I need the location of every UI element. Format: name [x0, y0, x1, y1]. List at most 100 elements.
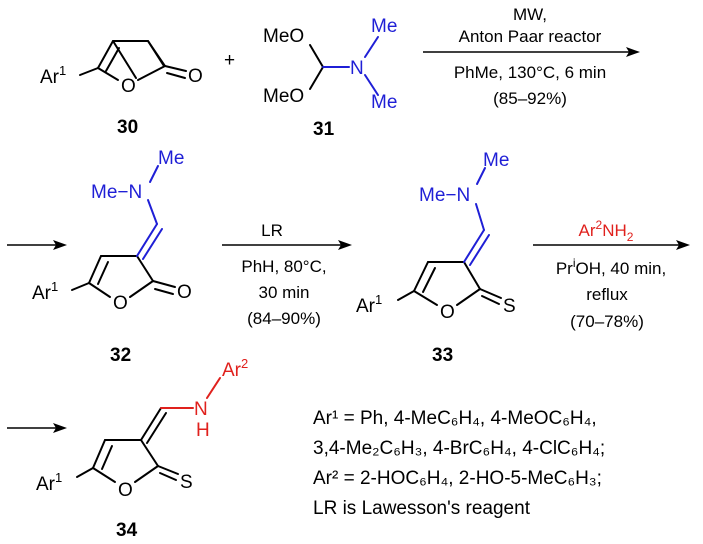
- note-line-4: LR is Lawesson's reagent: [313, 498, 531, 519]
- compound-number-34: 34: [116, 520, 138, 541]
- bond-34-o-c5: [92, 467, 116, 483]
- ar1-label-34: Ar1: [36, 470, 62, 495]
- compound-number-32: 32: [110, 345, 131, 366]
- bond-32-co-double: [154, 288, 174, 295]
- bond-32-ar: [71, 282, 90, 291]
- bond-30-c4c5-double: [105, 47, 120, 72]
- bond-32-ch-n: [147, 199, 158, 225]
- step2-reagent: LR: [261, 221, 283, 240]
- bond-33-exocyclic-double: [469, 234, 490, 266]
- note-line-1: Ar¹ = Ph, 4-MeC₆H₄, 4-MeOC₆H₄,: [313, 408, 597, 429]
- ar1-label-32: Ar1: [32, 279, 58, 304]
- note-line-3: Ar² = 2-HOC₆H₄, 2-HO-5-MeC₆H₃;: [313, 468, 602, 489]
- compound-31: MeO MeO N Me Me 31: [263, 16, 397, 140]
- compound-30: Ar1 O O 30: [40, 41, 203, 138]
- bond-31-n-me2: [364, 74, 379, 96]
- bond-30-co-double: [166, 72, 186, 79]
- step2-condition-1: PhH, 80°C,: [241, 257, 326, 276]
- thione-sulfur-33: S: [503, 296, 516, 317]
- compound-number-30: 30: [117, 117, 138, 138]
- ar1-label-30: Ar1: [40, 63, 66, 88]
- arrow-continuation-2: [7, 423, 67, 433]
- step1-yield: (85–92%): [493, 89, 567, 108]
- bond-31-c-o1: [309, 44, 324, 68]
- arrow-continuation-2-head: [53, 423, 67, 433]
- bond-34-exocyclic: [140, 407, 162, 441]
- step2-yield: (84–90%): [247, 309, 321, 328]
- step2-condition-2: 30 min: [258, 283, 309, 302]
- step3-condition-1: PriOH, 40 min,: [556, 256, 666, 278]
- bond-34-ar: [76, 467, 94, 478]
- bond-34-exocyclic-double: [146, 412, 167, 444]
- bond-32-o-c5: [88, 282, 111, 298]
- compound-number-31: 31: [313, 119, 335, 140]
- substituent-notes: Ar¹ = Ph, 4-MeC₆H₄, 4-MeOC₆H₄, 3,4-Me₂C₆…: [313, 408, 605, 519]
- bond-33-c3c2: [463, 261, 481, 290]
- bond-33-c4c5: [413, 261, 429, 292]
- step3-yield: (70–78%): [570, 312, 644, 331]
- compound-number-33: 33: [432, 345, 453, 366]
- meo-label-bottom: MeO: [263, 86, 304, 107]
- bond-34-cs: [157, 465, 179, 475]
- bond-32-exocyclic: [136, 223, 158, 257]
- bond-31-c-o2: [309, 66, 324, 90]
- bond-30-o-c5: [97, 67, 119, 81]
- me-n-label-32: Me−N: [91, 182, 142, 203]
- bond-33-cs: [479, 288, 502, 299]
- bond-34-n-ar2: [206, 377, 221, 399]
- bond-33-cs-double: [481, 295, 500, 305]
- arrow-step-2: LR PhH, 80°C, 30 min (84–90%): [222, 221, 352, 328]
- bond-33-exocyclic: [463, 229, 485, 263]
- compound-33: Me Me−N Ar1 O S 33: [356, 150, 516, 366]
- me-n-label-33: Me−N: [419, 185, 470, 206]
- arrow-1-head: [626, 47, 640, 57]
- bond-34-c4c5: [92, 439, 106, 469]
- plus-sign: +: [224, 50, 235, 71]
- carbonyl-oxygen-30: O: [188, 66, 203, 87]
- ar2-label-34: Ar2: [222, 356, 248, 381]
- nh-hydrogen-34: H: [196, 420, 210, 441]
- nh-nitrogen-34: N: [194, 399, 208, 420]
- ring-oxygen-34: O: [118, 480, 133, 501]
- bond-32-n-me: [149, 165, 159, 183]
- bond-30-c2c3: [147, 40, 166, 67]
- bond-34-c3c2: [140, 439, 159, 467]
- compound-34: Ar2 N H Ar1 O S 34: [36, 356, 248, 541]
- methyl-top-33: Me: [483, 150, 509, 171]
- arrow-3-head: [676, 240, 690, 250]
- note-line-2: 3,4-Me₂C₆H₃, 4-BrC₆H₄, 4-ClC₆H₄;: [313, 438, 605, 459]
- ring-oxygen-33: O: [440, 302, 455, 323]
- bond-33-c4c5-double: [422, 267, 436, 293]
- arrow-2-head: [338, 240, 352, 250]
- bond-33-o-c5: [413, 290, 438, 306]
- compound-32: Me Me−N Ar1 O O 32: [32, 148, 192, 366]
- bond-34-o-c2: [134, 465, 159, 483]
- methyl-bottom-31: Me: [371, 92, 397, 113]
- bond-34-cs-double: [159, 472, 177, 481]
- arrow-step-1: MW, Anton Paar reactor PhMe, 130°C, 6 mi…: [423, 5, 640, 108]
- bond-33-n-me: [476, 167, 486, 185]
- ar1-label-33: Ar1: [356, 292, 382, 317]
- step1-condition-3: PhMe, 130°C, 6 min: [454, 63, 606, 82]
- step3-reagent: Ar2NH2: [579, 218, 634, 244]
- arrow-continuation-1: [7, 240, 67, 250]
- methyl-top-31: Me: [371, 16, 397, 37]
- bond-31-n-me1: [364, 36, 379, 58]
- bond-30-ar: [79, 67, 99, 76]
- bond-30-co: [164, 65, 187, 72]
- arrow-step-3: Ar2NH2 PriOH, 40 min, reflux (70–78%): [533, 218, 690, 331]
- methyl-top-32: Me: [158, 148, 184, 169]
- bond-32-o-c2: [129, 280, 154, 298]
- bond-34-c4c5-double: [101, 445, 113, 470]
- bond-30-c4c5: [97, 40, 114, 69]
- bond-32-c3c2: [136, 255, 154, 282]
- carbonyl-oxygen-32: O: [177, 282, 192, 303]
- bond-33-ch-n: [475, 203, 485, 231]
- step3-condition-2: reflux: [586, 285, 628, 304]
- bond-30-o-c2: [137, 65, 166, 81]
- step1-condition-1: MW,: [513, 5, 547, 24]
- nitrogen-31: N: [350, 58, 364, 79]
- bond-33-ar: [397, 290, 415, 301]
- ring-oxygen-32: O: [113, 293, 128, 314]
